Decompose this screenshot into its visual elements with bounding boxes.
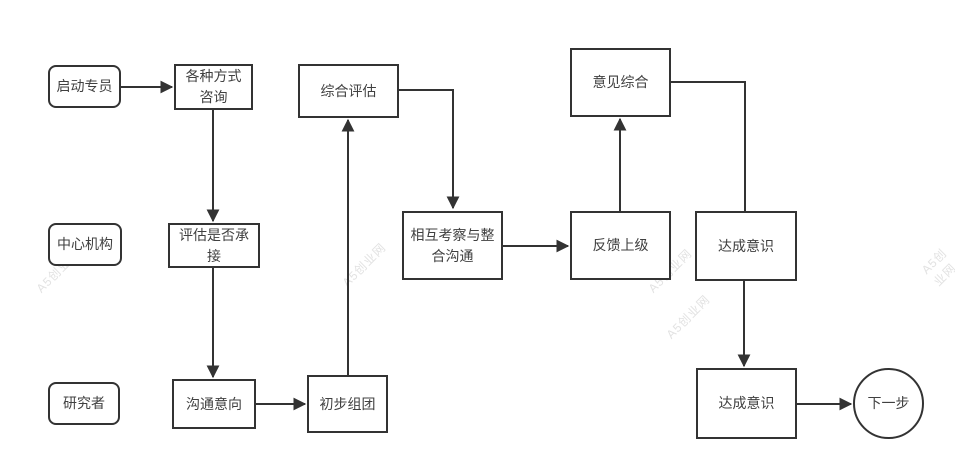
node-consult-various-ways: 各种方式 咨询 xyxy=(174,64,253,110)
node-initial-grouping: 初步组团 xyxy=(307,375,388,433)
node-comprehensive-evaluation: 综合评估 xyxy=(298,64,399,118)
node-reach-consensus-final: 达成意识 xyxy=(696,368,797,439)
node-reach-consensus-middle: 达成意识 xyxy=(695,211,797,281)
connector-opinion-synthesis-to-consensus-mid xyxy=(671,81,746,211)
node-communicate-intention: 沟通意向 xyxy=(172,379,256,429)
node-opinion-synthesis: 意见综合 xyxy=(570,48,671,117)
connector-comprehensive-eval-to-mutual-inspection xyxy=(399,89,460,210)
node-mutual-inspection-communication: 相互考察与整 合沟通 xyxy=(402,211,503,280)
node-next-step-terminal: 下一步 xyxy=(853,368,924,439)
node-feedback-to-superior: 反馈上级 xyxy=(570,211,671,280)
lane-label-researcher: 研究者 xyxy=(48,382,120,425)
lane-label-center-institution: 中心机构 xyxy=(48,223,122,266)
node-assess-whether-to-accept: 评估是否承 接 xyxy=(168,223,260,268)
lane-label-specialist: 启动专员 xyxy=(48,65,121,108)
